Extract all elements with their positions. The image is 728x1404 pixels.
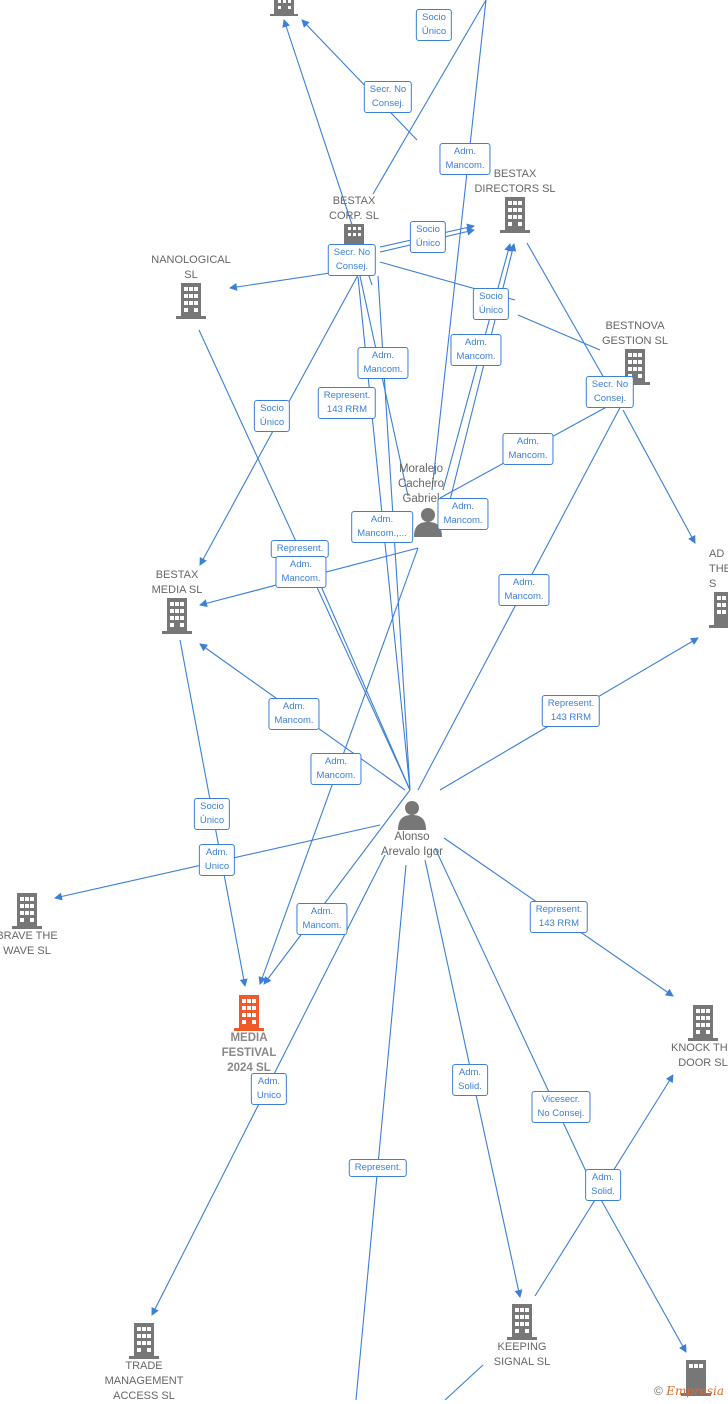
company-label: NANOLOGICAL SL: [151, 254, 231, 281]
edge-line: [442, 243, 513, 491]
edge-line: [263, 789, 411, 985]
company-bestax-corp[interactable]: BESTAX CORP. SL: [309, 194, 399, 248]
company-label: KEEPING SIGNAL SL: [493, 1341, 551, 1368]
company-bottom-right[interactable]: [651, 1360, 728, 1396]
company-label: BESTAX CORP. SL: [329, 195, 379, 222]
company-knock-the-door[interactable]: KNOCK THE DOOR SL: [658, 1005, 728, 1071]
relation-label[interactable]: Represent. 143 RRM: [541, 695, 601, 727]
edge-line: [526, 242, 613, 393]
building-icon: [500, 197, 530, 233]
company-label: BRAVE THE WAVE SL: [0, 930, 58, 957]
relation-label[interactable]: Socio Único: [472, 288, 510, 320]
company-label: TRADE MANAGEMENT ACCESS SL: [104, 1360, 184, 1402]
building-icon: [709, 592, 728, 628]
building-icon: [681, 1360, 711, 1396]
company-brave-the-wave[interactable]: BRAVE THE WAVE SL: [0, 893, 72, 959]
building-icon: [688, 1005, 718, 1041]
relation-label[interactable]: Secr. No Consej.: [585, 376, 635, 408]
relation-label[interactable]: Socio Único: [193, 798, 231, 830]
relation-label[interactable]: Secr. No Consej.: [327, 244, 377, 276]
company-keeping-signal[interactable]: KEEPING SIGNAL SL: [477, 1304, 567, 1370]
edge-line: [589, 1179, 687, 1353]
person-icon: [398, 801, 426, 830]
edge-line: [449, 243, 517, 501]
brand-logo: Empresia: [666, 1384, 724, 1398]
company-label: BESTAX MEDIA SL: [151, 569, 203, 596]
person-alonso[interactable]: Alonso Arevalo Igor: [367, 800, 457, 860]
person-label: Alonso Arevalo Igor: [380, 831, 443, 858]
relation-label[interactable]: Adm. Mancom.: [296, 903, 348, 935]
person-icon: [414, 508, 442, 537]
edge-line: [517, 314, 601, 351]
relation-label[interactable]: Adm. Mancom.,...: [351, 511, 413, 543]
company-label: AD THERAP S: [709, 548, 728, 590]
relation-label[interactable]: Secr. No Consej.: [363, 81, 413, 113]
company-bestax-directors[interactable]: BESTAX DIRECTORS SL: [470, 167, 560, 233]
relation-label[interactable]: Represent. 143 RRM: [529, 901, 589, 933]
relation-label[interactable]: Adm. Solid.: [452, 1064, 488, 1096]
edge-line: [622, 409, 696, 544]
relation-label[interactable]: Represent. 143 RRM: [317, 387, 377, 419]
company-bestax-media[interactable]: BESTAX MEDIA SL: [132, 568, 222, 634]
building-icon: [340, 224, 368, 248]
edge-line: [431, 0, 487, 491]
person-label: Moralejo Cacheiro Gabriel: [397, 463, 445, 505]
company-ad-therap[interactable]: AD THERAP S: [709, 547, 728, 628]
company-trade-management[interactable]: TRADE MANAGEMENT ACCESS SL: [99, 1323, 189, 1404]
relation-label[interactable]: Vicesecr. No Consej.: [531, 1091, 591, 1123]
company-bestnova-gestion[interactable]: BESTNOVA GESTION SL: [590, 319, 680, 385]
building-icon-focus: [234, 995, 264, 1031]
edge-line: [434, 847, 591, 1181]
company-nanological[interactable]: NANOLOGICAL SL: [146, 253, 236, 319]
building-icon: [162, 598, 192, 634]
relation-label[interactable]: Adm. Mancom.: [439, 143, 491, 175]
edge-line: [301, 19, 418, 141]
relation-label[interactable]: Adm. Solid.: [585, 1169, 621, 1201]
person-moralejo[interactable]: Moralejo Cacheiro Gabriel: [379, 462, 469, 537]
relation-label[interactable]: Adm. Mancom.: [268, 698, 320, 730]
relation-label[interactable]: Adm. Mancom.: [498, 574, 550, 606]
relation-label[interactable]: Socio Único: [415, 9, 453, 41]
copyright-symbol: ©: [654, 1384, 663, 1398]
company-label: KNOCK THE DOOR SL: [671, 1042, 728, 1069]
company-top[interactable]: [239, 0, 329, 16]
relation-label[interactable]: Adm. Mancom.: [437, 498, 489, 530]
building-icon: [176, 283, 206, 319]
edge-line: [444, 1364, 484, 1400]
relation-label[interactable]: Adm. Mancom.: [502, 433, 554, 465]
relation-label[interactable]: Socio Único: [253, 400, 291, 432]
relation-label[interactable]: Adm. Mancom.: [310, 753, 362, 785]
relation-label[interactable]: Adm. Unico: [250, 1073, 288, 1105]
relation-label[interactable]: Adm. Mancom.: [275, 556, 327, 588]
relation-label[interactable]: Adm. Mancom.: [357, 347, 409, 379]
relation-label[interactable]: Adm. Mancom.: [450, 334, 502, 366]
company-label: BESTNOVA GESTION SL: [601, 320, 669, 347]
relation-label[interactable]: Adm. Unico: [198, 844, 236, 876]
relation-label[interactable]: Represent.: [348, 1159, 408, 1177]
company-media-festival[interactable]: MEDIA FESTIVAL 2024 SL: [204, 995, 294, 1076]
edge-line: [372, 0, 487, 195]
relation-label[interactable]: Socio Único: [409, 221, 447, 253]
building-icon: [270, 0, 298, 16]
building-icon: [507, 1304, 537, 1340]
building-icon: [129, 1323, 159, 1359]
company-label: MEDIA FESTIVAL 2024 SL: [221, 1032, 277, 1074]
company-label: BESTAX DIRECTORS SL: [474, 168, 556, 195]
footer-watermark: © Empresia: [654, 1384, 724, 1398]
edge-line: [306, 553, 411, 791]
building-icon: [12, 893, 42, 929]
edge-line: [355, 864, 407, 1400]
edge-line: [359, 275, 409, 497]
